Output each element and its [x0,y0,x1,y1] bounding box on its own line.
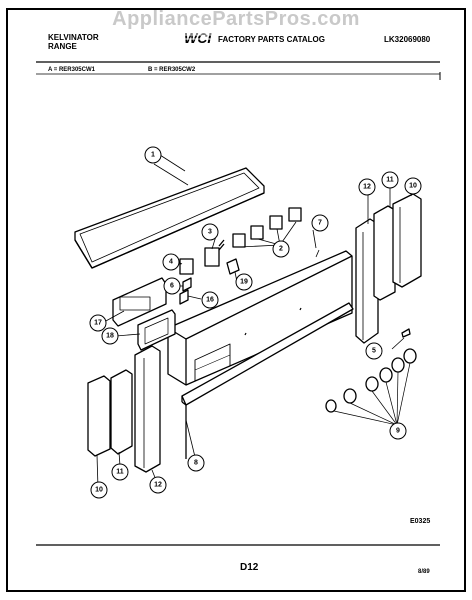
infinite-switch [204,239,225,267]
bracket [226,258,240,275]
callout-17: 17 [89,314,107,332]
right-end-caps [355,193,422,344]
clip [180,277,192,292]
figure-code: E0325 [410,518,431,525]
callout-11-left: 11 [111,463,129,481]
backguard-panel [74,163,265,269]
control-panel [167,249,353,386]
logo-text: WCI [184,31,212,46]
callout-10-right: 10 [404,177,422,195]
selector-switch [175,258,194,275]
clock-timer [112,277,189,351]
callout-4: 4 [162,253,180,271]
callout-19: 19 [235,273,253,291]
page-number: D12 [240,562,259,573]
callout-8: 8 [187,454,205,472]
callout-12-left: 12 [149,476,167,494]
wci-logo: WCI [184,30,214,46]
screw [391,328,411,350]
catalog-date: 8/89 [418,569,430,575]
catalog-number: LK32069080 [384,35,431,44]
catalog-title: FACTORY PARTS CATALOG [218,35,325,44]
callout-7: 7 [311,214,329,232]
model-b: B = RER305CW2 [148,67,196,73]
watermark-text: AppliancePartsPros.com [112,8,360,30]
callout-18: 18 [101,327,119,345]
callout-3: 3 [201,223,219,241]
callout-16: 16 [201,291,219,309]
callout-5: 5 [365,342,383,360]
callout-11-right: 11 [381,171,399,189]
callout-6: 6 [163,277,181,295]
wci-logo-mark: WCI [184,30,212,46]
callout-9: 9 [389,422,407,440]
callout-10-left: 10 [90,481,108,499]
control-knobs [325,348,417,426]
brand-name: KELVINATOR [48,33,99,42]
switch-group [232,207,302,248]
catalog-page-border [6,8,466,592]
callout-12-right: 12 [358,178,376,196]
model-a: A = RER305CW1 [48,67,95,73]
callout-1: 1 [144,146,162,164]
trim-strip [181,302,354,459]
left-end-caps [87,345,161,473]
callout-2: 2 [272,240,290,258]
product-type: RANGE [48,42,77,51]
